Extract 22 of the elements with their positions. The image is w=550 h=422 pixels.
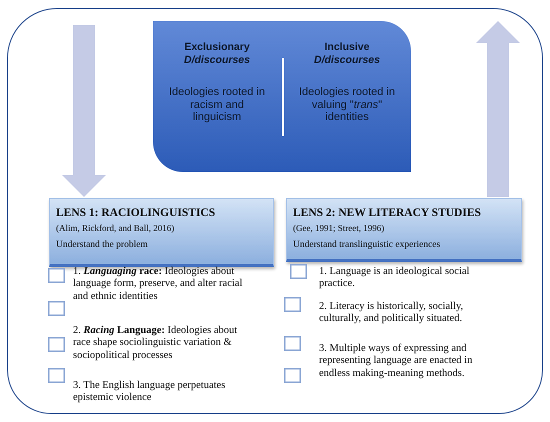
discourse-panel (153, 21, 411, 172)
lens-header-box (286, 198, 522, 262)
numbered-item: 2. Racing Language: Ideologies about race shape sociolinguistic variation & sociopolitical processes (73, 325, 238, 362)
numbered-item: 1. Languaging race: Ideologies about language form, preserve, and alter racial and ethnic identities (73, 266, 244, 303)
citation: (Gee, 1991; Street, 1996) (293, 223, 386, 234)
block-arrow (476, 21, 520, 197)
block-arrow (62, 25, 106, 197)
numbered-item: 2. Literacy is historically, socially, culturally, and politically situated. (319, 301, 464, 326)
lens-title: LENS 1: RACIOLINGUISTICS (56, 206, 216, 220)
column-heading: Exclusionary D/discourses (183, 41, 251, 66)
column-heading: Inclusive D/discourses (313, 41, 381, 66)
column-text: Ideologies rooted in racism and linguicism (168, 86, 266, 124)
numbered-item: 3. Multiple ways of expressing and representing language are enacted in endless making-meaning methods. (319, 343, 474, 380)
lens-subtitle: Understand translinguistic experiences (293, 240, 442, 251)
column-text: Ideologies rooted in valuing "trans" identities (298, 86, 396, 124)
numbered-item: 3. The English language perpetuates epistemic violence (73, 380, 226, 405)
lens-header-box (49, 198, 274, 267)
rounded-frame (7, 8, 543, 414)
lens-title: LENS 2: NEW LITERACY STUDIES (293, 206, 482, 220)
numbered-item: 1. Language is an ideological social practice. (319, 266, 470, 291)
lens-subtitle: Understand the problem (56, 240, 149, 251)
citation: (Alim, Rickford, and Ball, 2016) (56, 223, 176, 234)
